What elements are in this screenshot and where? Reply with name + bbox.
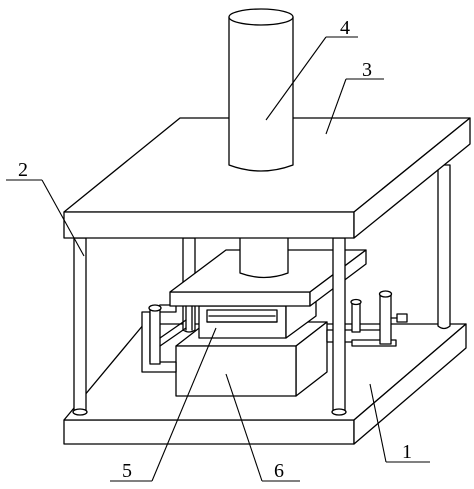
label-upper-mold: 5 [122,460,132,482]
leader-lines [6,36,430,482]
piston-rod [239,235,289,279]
label-cylinder: 4 [340,17,350,39]
left-clamp [141,304,187,373]
label-lower-mold: 6 [274,460,284,482]
base-plate [63,323,467,445]
label-left-column: 2 [18,159,28,181]
label-base: 1 [402,441,412,463]
label-top-plate: 3 [362,59,372,81]
front-columns [72,237,347,416]
hydraulic-cylinder [228,8,294,172]
